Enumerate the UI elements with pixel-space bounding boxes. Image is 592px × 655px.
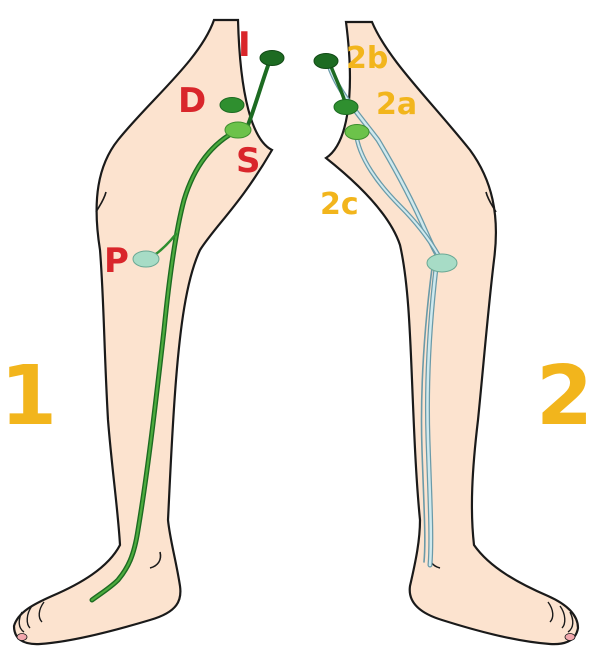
marker-right-junction xyxy=(427,254,457,272)
left-toenail xyxy=(17,634,27,641)
marker-2c xyxy=(345,125,369,140)
marker-S xyxy=(225,122,251,138)
label-leg-1: 1 xyxy=(0,349,57,444)
left-leg-outline xyxy=(14,20,272,644)
label-P: P xyxy=(104,241,129,281)
right-leg-outline xyxy=(326,22,578,644)
label-2a: 2a xyxy=(376,87,417,122)
right-toenail xyxy=(565,634,575,641)
left-nerve-line-upper xyxy=(248,60,270,125)
label-2b: 2b xyxy=(346,41,388,76)
label-S: S xyxy=(236,141,261,181)
marker-D xyxy=(220,98,244,113)
label-D: D xyxy=(178,81,206,121)
marker-2b xyxy=(314,54,338,69)
left-leg xyxy=(14,20,272,644)
marker-I xyxy=(260,51,284,66)
label-leg-2: 2 xyxy=(536,349,592,444)
right-leg xyxy=(326,22,578,644)
marker-2a xyxy=(334,100,358,115)
label-I: I xyxy=(238,25,251,65)
label-2c: 2c xyxy=(320,187,359,222)
marker-P xyxy=(133,251,159,267)
